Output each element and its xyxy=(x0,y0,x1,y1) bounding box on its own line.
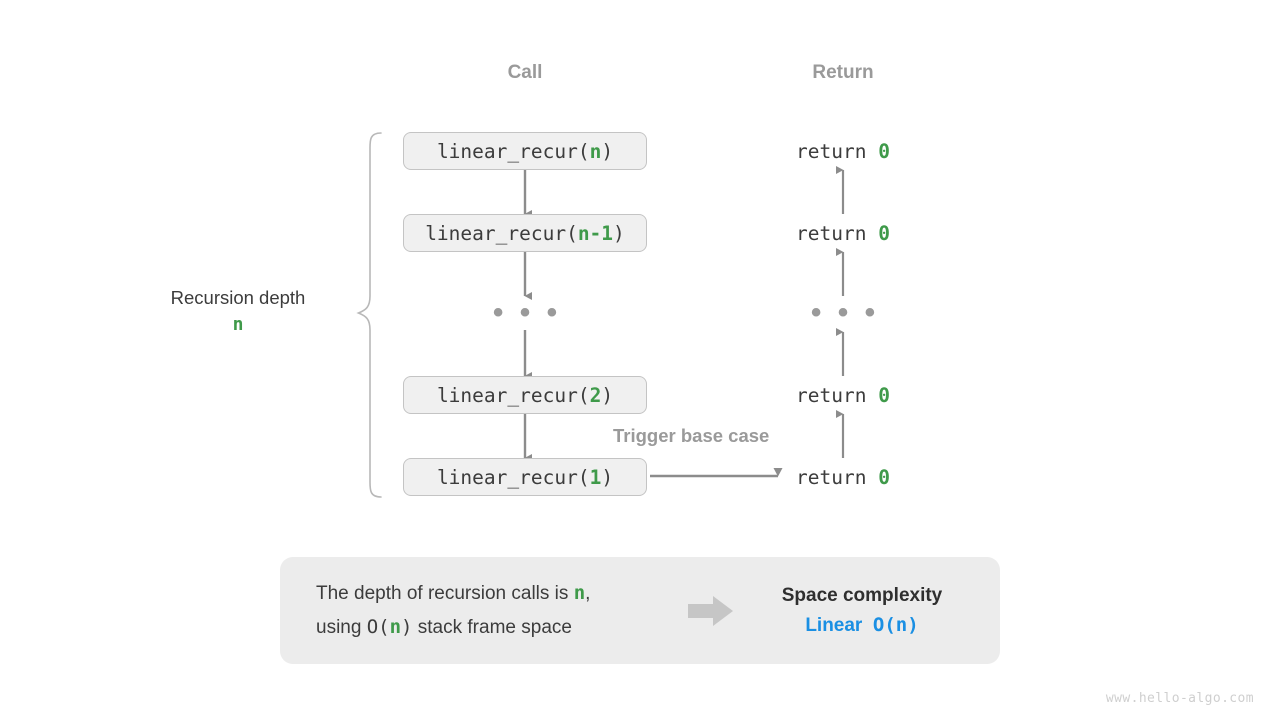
call-frame-arg: n xyxy=(589,139,602,163)
call-frame-suffix: ) xyxy=(613,221,625,245)
space-complexity-value: Linear O(n) xyxy=(742,611,982,640)
recursion-depth-value: n xyxy=(232,313,244,335)
call-frame-prefix: linear_recur( xyxy=(436,139,590,163)
summary-line-2: using O(n) stack frame space xyxy=(316,611,680,645)
space-complexity-title: Space complexity xyxy=(781,585,943,607)
return-ellipsis: • • • xyxy=(810,296,880,329)
call-frame-box[interactable]: linear_recur(n-1) xyxy=(403,214,647,252)
summary-conclusion: Space complexity Linear O(n) xyxy=(742,581,1000,640)
return-value: 0 xyxy=(878,384,890,407)
recursion-depth-brace xyxy=(356,132,382,498)
call-frame-suffix: ) xyxy=(601,383,614,407)
column-header-call: Call xyxy=(507,62,543,83)
call-frame-suffix: ) xyxy=(601,139,614,163)
watermark: www.hello-algo.com xyxy=(1105,691,1254,706)
call-frame-box[interactable]: linear_recur(2) xyxy=(403,376,647,414)
call-frame-suffix: ) xyxy=(601,465,614,489)
summary-line1-text-b: , xyxy=(585,582,591,604)
summary-panel: The depth of recursion calls is n, using… xyxy=(280,557,1000,664)
trigger-base-case-label: Trigger base case xyxy=(613,425,770,446)
return-keyword: return xyxy=(796,140,867,163)
summary-description: The depth of recursion calls is n, using… xyxy=(280,577,680,644)
column-header-return: Return xyxy=(812,62,874,83)
return-statement: return 0 xyxy=(796,222,890,245)
summary-line-1: The depth of recursion calls is n, xyxy=(316,577,680,611)
return-keyword: return xyxy=(796,384,867,407)
call-frame-box[interactable]: linear_recur(1) xyxy=(403,458,647,496)
recursion-depth-text: Recursion depth xyxy=(170,287,306,308)
call-frame-arg: 1 xyxy=(589,465,602,489)
summary-line2-text-a: using xyxy=(316,616,367,638)
call-frame-box[interactable]: linear_recur(n) xyxy=(403,132,647,170)
summary-line2-big-o-close: ) xyxy=(401,615,413,638)
summary-line1-text-a: The depth of recursion calls is xyxy=(316,582,574,604)
call-ellipsis: • • • xyxy=(492,296,562,329)
call-frame-arg: 2 xyxy=(589,383,602,407)
return-value: 0 xyxy=(878,222,890,245)
summary-line2-text-b: stack frame space xyxy=(412,616,572,638)
return-value: 0 xyxy=(878,140,890,163)
summary-line2-n: n xyxy=(389,615,402,638)
call-frame-prefix: linear_recur( xyxy=(436,465,590,489)
return-keyword: return xyxy=(796,222,867,245)
call-frame-arg: n-1 xyxy=(577,221,614,245)
summary-arrow-wrap xyxy=(680,594,742,628)
complexity-big-o: O(n) xyxy=(872,613,919,636)
return-statement: return 0 xyxy=(796,466,890,489)
recursion-depth-annotation: Recursion depth n xyxy=(152,285,324,338)
return-statement: return 0 xyxy=(796,384,890,407)
return-statement: return 0 xyxy=(796,140,890,163)
return-value: 0 xyxy=(878,466,890,489)
return-keyword: return xyxy=(796,466,867,489)
summary-line1-n: n xyxy=(573,581,586,604)
right-arrow-icon xyxy=(688,595,733,626)
summary-line2-big-o-open: O( xyxy=(366,615,390,638)
complexity-label: Linear xyxy=(805,614,863,636)
call-frame-prefix: linear_recur( xyxy=(436,383,590,407)
call-frame-prefix: linear_recur( xyxy=(425,221,578,245)
